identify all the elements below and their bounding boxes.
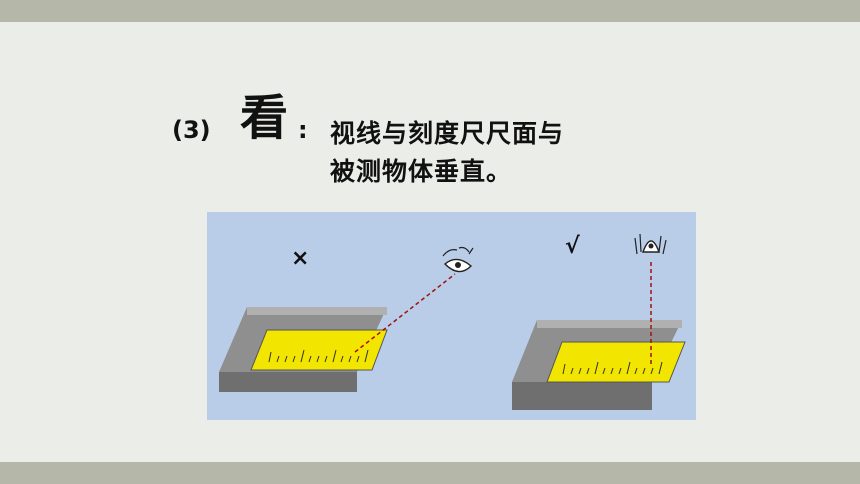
right-mark: √ — [565, 234, 580, 259]
description-line-2: 被测物体垂直。 — [330, 157, 513, 186]
object-block-right-front — [512, 382, 652, 410]
right-view-group — [512, 233, 686, 410]
eye-right-icon — [634, 233, 667, 255]
ruler-right-ticks — [562, 361, 663, 375]
ruler-illustration-svg — [219, 233, 686, 410]
ruler-right — [546, 341, 686, 383]
wrong-mark: × — [291, 246, 310, 271]
wrong-view-group — [219, 246, 474, 392]
eye-left-icon — [442, 246, 474, 273]
ruler-left — [250, 329, 388, 371]
object-block-left-edge — [247, 307, 387, 315]
ruler-left-ticks — [268, 349, 369, 363]
step-colon: : — [298, 116, 308, 144]
sightline-oblique — [354, 273, 456, 353]
description-line-1: 视线与刻度尺尺面与 — [330, 119, 565, 148]
step-number: (3) — [172, 116, 211, 144]
step-keyword: 看 — [240, 90, 289, 146]
ruler-reading-illustration: × √ — [207, 212, 696, 420]
object-block-right-edge — [537, 320, 682, 328]
object-block-left-front — [219, 372, 357, 392]
top-bar — [0, 0, 860, 22]
bottom-bar — [0, 462, 860, 484]
